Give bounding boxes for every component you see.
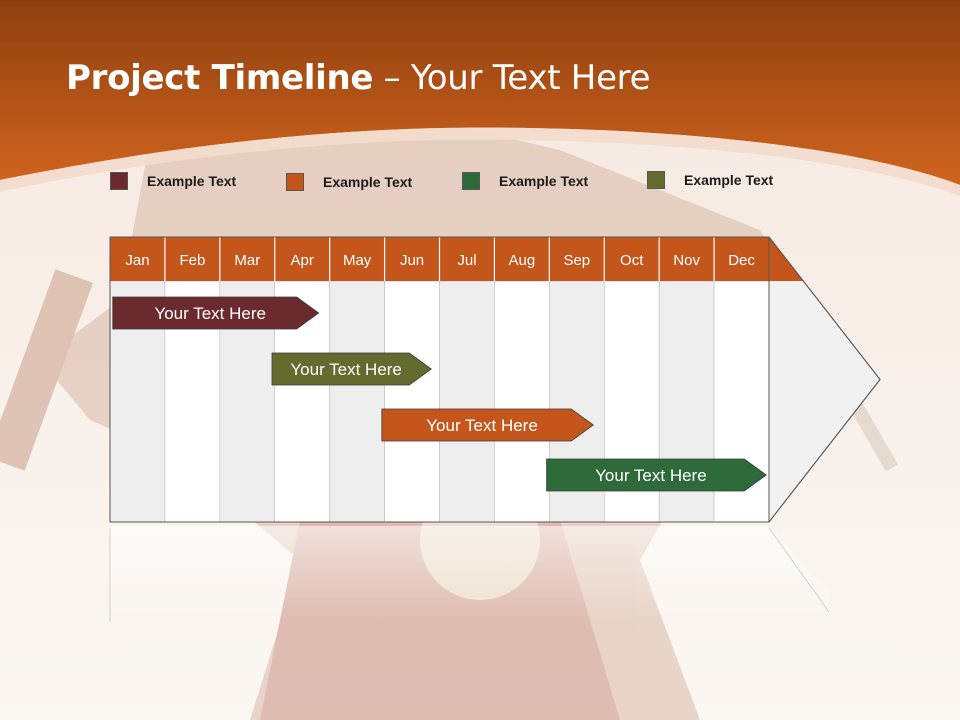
reflection-edge xyxy=(768,527,830,613)
month-label: Jan xyxy=(125,252,149,269)
month-column xyxy=(329,280,385,523)
task-bar-label: Your Text Here xyxy=(595,466,707,485)
month-label: Feb xyxy=(179,252,205,269)
month-label: Aug xyxy=(509,252,536,269)
month-label: Oct xyxy=(620,252,644,269)
legend-swatch xyxy=(462,172,480,190)
month-label: Apr xyxy=(291,252,314,269)
month-column xyxy=(384,280,440,523)
task-bar xyxy=(546,458,767,492)
legend-swatch xyxy=(286,173,304,191)
month-label: Jun xyxy=(400,252,424,269)
task-bar xyxy=(271,352,432,386)
task-bar-label: Your Text Here xyxy=(290,360,402,379)
month-label: May xyxy=(343,252,372,269)
legend-label: Example Text xyxy=(499,173,589,189)
month-column xyxy=(439,280,495,523)
month-label: Nov xyxy=(673,252,700,269)
month-label: Dec xyxy=(728,252,755,269)
timeline-outline xyxy=(109,236,881,523)
timeline-body: Jan Feb Mar Apr May Jun Jul Aug Sep Oct Nov DecYour… xyxy=(109,236,881,622)
task-bar-label: Your Text Here xyxy=(154,304,266,323)
title-bold: Project Timeline xyxy=(66,58,374,98)
legend-label: Example Text xyxy=(323,174,413,190)
task-bar-label: Your Text Here xyxy=(426,416,538,435)
month-label: Sep xyxy=(563,252,590,269)
month-label: Jul xyxy=(457,252,476,269)
page-title: Project Timeline – Your Text Here xyxy=(66,58,651,98)
legend-label: Example Text xyxy=(684,172,774,188)
legend-swatch xyxy=(110,172,128,190)
task-bar xyxy=(112,296,320,330)
month-column xyxy=(494,280,550,523)
month-header xyxy=(110,237,804,281)
title-rest: – Your Text Here xyxy=(373,58,651,98)
legend-label: Example Text xyxy=(147,173,237,189)
timeline-reflection xyxy=(110,526,829,622)
legend-swatch xyxy=(647,171,665,189)
month-label: Mar xyxy=(234,252,260,269)
task-bar xyxy=(381,408,594,442)
